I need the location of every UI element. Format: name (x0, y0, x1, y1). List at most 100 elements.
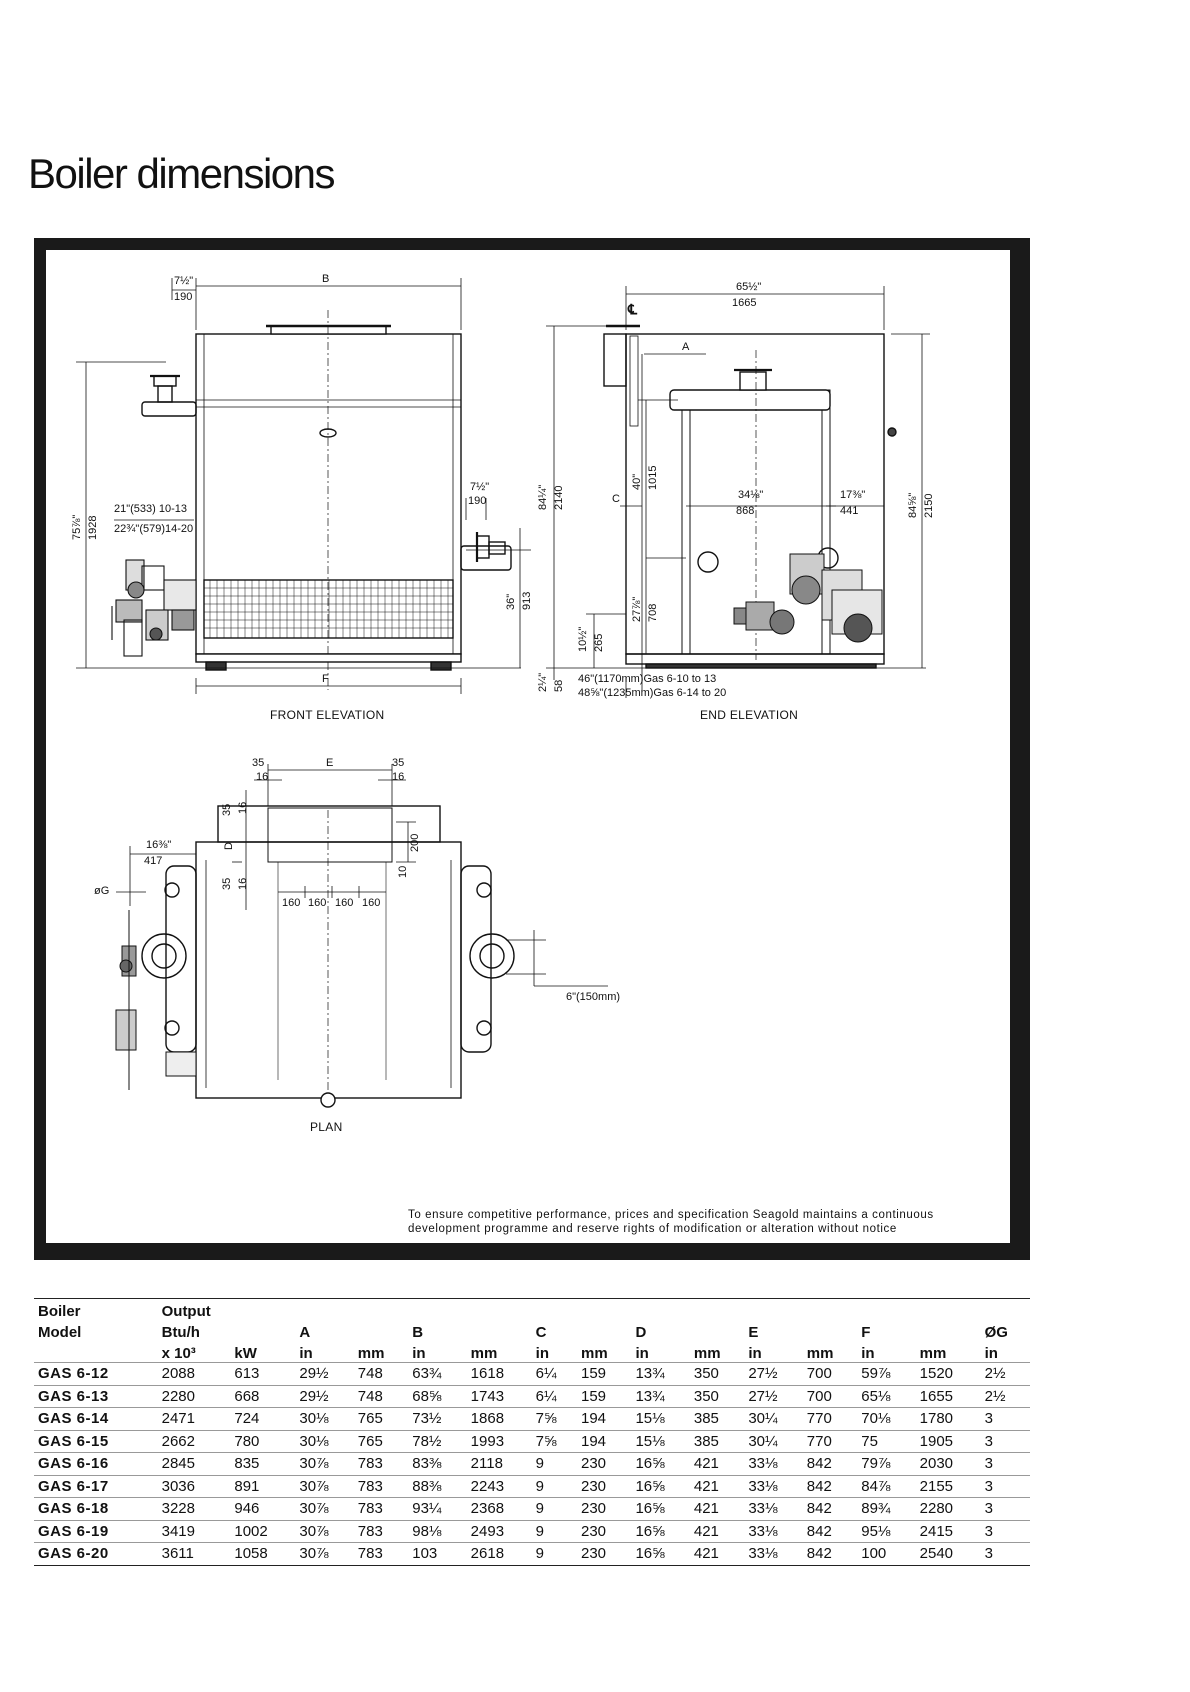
header-f-mm: mm (919, 1345, 947, 1362)
header-c-in: in (535, 1345, 549, 1362)
dim-10-plan: 10 (397, 866, 409, 878)
table-cell: 75 (861, 1432, 878, 1450)
table-cell: 842 (806, 1522, 832, 1540)
dim-46: 46"(1170mm)Gas 6-10 to 13 (578, 673, 716, 685)
table-cell: 700 (806, 1387, 832, 1405)
header-e-in: in (748, 1345, 762, 1362)
table-cell: 2493 (470, 1522, 505, 1540)
table-cell: 33⅛ (748, 1500, 778, 1518)
table-cell: 3036 (161, 1477, 195, 1495)
end-dimension-labels: 65½" 1665 ℄ A C 84¼" 2140 40" 1015 34⅛" … (537, 281, 935, 699)
dim-34: 34⅛" (738, 489, 763, 501)
boiler-model-cell: GAS 6-13 (38, 1387, 109, 1405)
table-cell: 98⅛ (412, 1522, 442, 1540)
table-cell: 765 (357, 1432, 383, 1450)
dim-6: 6"(150mm) (566, 991, 620, 1003)
dim-160-4: 160 (362, 897, 380, 909)
table-cell: 103 (412, 1545, 438, 1563)
front-elevation (76, 278, 531, 694)
table-cell: 421 (693, 1500, 719, 1518)
front-grille (204, 587, 453, 629)
dim-160-1: 160 (282, 897, 300, 909)
table-cell: 30¼ (748, 1410, 778, 1428)
table-cell: 33⅛ (748, 1455, 778, 1473)
dim-b: B (322, 273, 329, 285)
table-cell: 16⅝ (635, 1500, 665, 1518)
table-cell: 230 (580, 1500, 607, 1518)
table-cell: 29½ (299, 1365, 329, 1383)
dim-75: 75⅞" (71, 515, 83, 540)
table-cell: 3 (984, 1522, 993, 1540)
boiler-model-cell: GAS 6-14 (38, 1410, 109, 1428)
table-cell: 2088 (161, 1365, 195, 1383)
boiler-dimensions-table: Boiler Output Model Btu/h A B C D E F ØG… (34, 1298, 1030, 1566)
table-cell: 842 (806, 1545, 832, 1563)
plan-dimension-lines (116, 764, 608, 987)
table-cell: 2540 (919, 1545, 954, 1563)
dim-265: 265 (593, 634, 605, 652)
dim-e: E (326, 757, 333, 769)
table-cell: 770 (806, 1410, 832, 1428)
dim-708: 708 (647, 604, 659, 622)
table-cell: 27½ (748, 1365, 778, 1383)
dim-1928: 1928 (87, 516, 99, 540)
table-cell: 230 (580, 1477, 607, 1495)
table-cell: 15⅛ (635, 1432, 665, 1450)
boiler-model-cell: GAS 6-19 (38, 1522, 109, 1540)
table-cell: 3 (984, 1477, 993, 1495)
dim-10: 10½" (577, 627, 589, 652)
table-cell: 230 (580, 1522, 607, 1540)
table-cell: 1655 (919, 1387, 954, 1405)
boiler-model-cell: GAS 6-12 (38, 1365, 109, 1383)
table-cell: 3 (984, 1455, 993, 1473)
table-cell: 30⅞ (299, 1500, 329, 1518)
table-cell: 421 (693, 1545, 719, 1563)
dim-868: 868 (736, 505, 754, 517)
table-cell: 783 (357, 1477, 383, 1495)
table-cell: 2471 (161, 1410, 195, 1428)
dim-a: A (682, 341, 690, 353)
table-cell: 385 (693, 1432, 719, 1450)
dim-2150: 2150 (923, 494, 935, 518)
table-cell: 1868 (470, 1410, 505, 1428)
plan-view (115, 764, 608, 1108)
header-b: B (412, 1324, 424, 1341)
table-cell: 3419 (161, 1522, 195, 1540)
table-cell: 3 (984, 1410, 993, 1428)
end-burner-assembly (733, 553, 883, 643)
centreline-mark: ℄ (627, 301, 638, 317)
front-dimension-lines (76, 278, 531, 694)
table-cell: 783 (357, 1500, 383, 1518)
table-cell: 2½ (984, 1365, 1006, 1383)
table-cell: 9 (535, 1522, 544, 1540)
table-cell: 748 (357, 1365, 383, 1383)
table-cell: 2845 (161, 1455, 195, 1473)
table-cell: 33⅛ (748, 1545, 778, 1563)
dim-1665: 1665 (732, 297, 756, 309)
table-cell: 159 (580, 1387, 607, 1405)
table-cell: 16⅝ (635, 1545, 665, 1563)
specification-notice: To ensure competitive performance, price… (408, 1208, 998, 1236)
table-cell: 194 (580, 1432, 607, 1450)
table-cell: 3611 (161, 1545, 194, 1563)
table-cell: 89¾ (861, 1500, 891, 1518)
header-a-in: in (299, 1345, 313, 1362)
table-cell: 30⅞ (299, 1522, 329, 1540)
table-cell: 3 (984, 1500, 993, 1518)
table-cell: 30⅛ (299, 1432, 329, 1450)
header-c-mm: mm (580, 1345, 608, 1362)
notice-line-2: development programme and reserve rights… (408, 1223, 897, 1235)
end-dimension-lines (546, 286, 930, 698)
table-cell: 1743 (470, 1387, 505, 1405)
table-cell: 1520 (919, 1365, 954, 1383)
dim-2: 2¼" (537, 673, 549, 692)
dim-40: 40" (631, 474, 643, 490)
header-a-mm: mm (357, 1345, 385, 1362)
front-elevation-label: FRONT ELEVATION (270, 708, 385, 722)
end-elevation (546, 286, 930, 698)
